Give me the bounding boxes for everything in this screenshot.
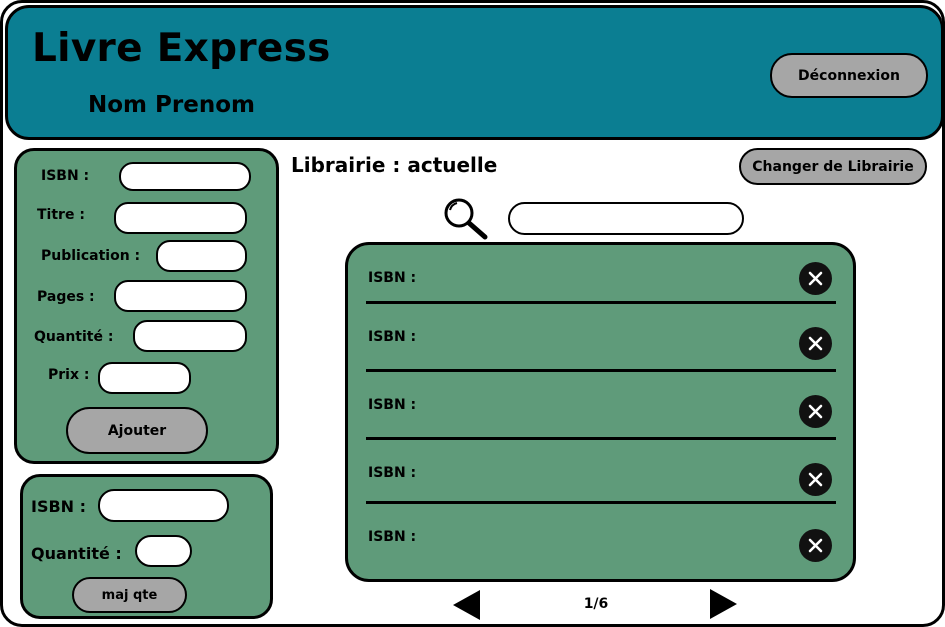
delete-icon[interactable]	[799, 395, 832, 428]
user-name: Nom Prenom	[88, 92, 255, 118]
row-isbn-label: ISBN :	[368, 529, 417, 545]
page-indicator: 1/6	[583, 596, 609, 612]
price-label: Prix :	[48, 367, 90, 383]
header: Livre Express Nom Prenom Déconnexion	[5, 5, 942, 140]
next-page-icon[interactable]	[709, 589, 737, 619]
row-isbn-label: ISBN :	[368, 329, 417, 345]
publication-input[interactable]	[156, 240, 247, 272]
logout-button[interactable]: Déconnexion	[770, 53, 928, 98]
quantity-input[interactable]	[133, 320, 247, 352]
isbn-input[interactable]	[119, 162, 251, 191]
previous-page-icon[interactable]	[453, 590, 481, 620]
update-quantity-button[interactable]: maj qte	[72, 577, 187, 613]
add-button[interactable]: Ajouter	[66, 407, 208, 454]
price-input[interactable]	[98, 362, 191, 394]
change-store-button[interactable]: Changer de Librairie	[739, 148, 927, 185]
book-list: ISBN : ISBN : ISBN : ISBN :	[345, 242, 856, 582]
pages-input[interactable]	[114, 280, 247, 312]
row-divider	[366, 369, 836, 372]
delete-icon[interactable]	[799, 463, 832, 496]
isbn-label: ISBN :	[41, 168, 90, 184]
row-divider	[366, 437, 836, 440]
search-icon[interactable]	[441, 196, 491, 240]
search-input[interactable]	[508, 202, 744, 235]
row-isbn-label: ISBN :	[368, 465, 417, 481]
publication-label: Publication :	[41, 248, 141, 264]
row-divider	[366, 301, 836, 304]
row-isbn-label: ISBN :	[368, 270, 417, 286]
add-book-form: ISBN : Titre : Publication : Pages : Qua…	[14, 148, 279, 464]
update-quantity-input[interactable]	[135, 535, 192, 567]
title-input[interactable]	[114, 202, 247, 234]
update-quantity-form: ISBN : Quantité : maj qte	[20, 474, 273, 619]
delete-icon[interactable]	[799, 529, 832, 562]
store-title: Librairie : actuelle	[291, 153, 498, 177]
update-quantity-label: Quantité :	[31, 544, 122, 563]
delete-icon[interactable]	[799, 327, 832, 360]
row-divider	[366, 501, 836, 504]
app-title: Livre Express	[32, 26, 331, 71]
pages-label: Pages :	[37, 289, 95, 305]
update-isbn-label: ISBN :	[31, 497, 87, 516]
quantity-label: Quantité :	[34, 329, 114, 345]
title-label: Titre :	[37, 207, 85, 223]
delete-icon[interactable]	[799, 262, 832, 295]
update-isbn-input[interactable]	[98, 489, 229, 522]
row-isbn-label: ISBN :	[368, 397, 417, 413]
